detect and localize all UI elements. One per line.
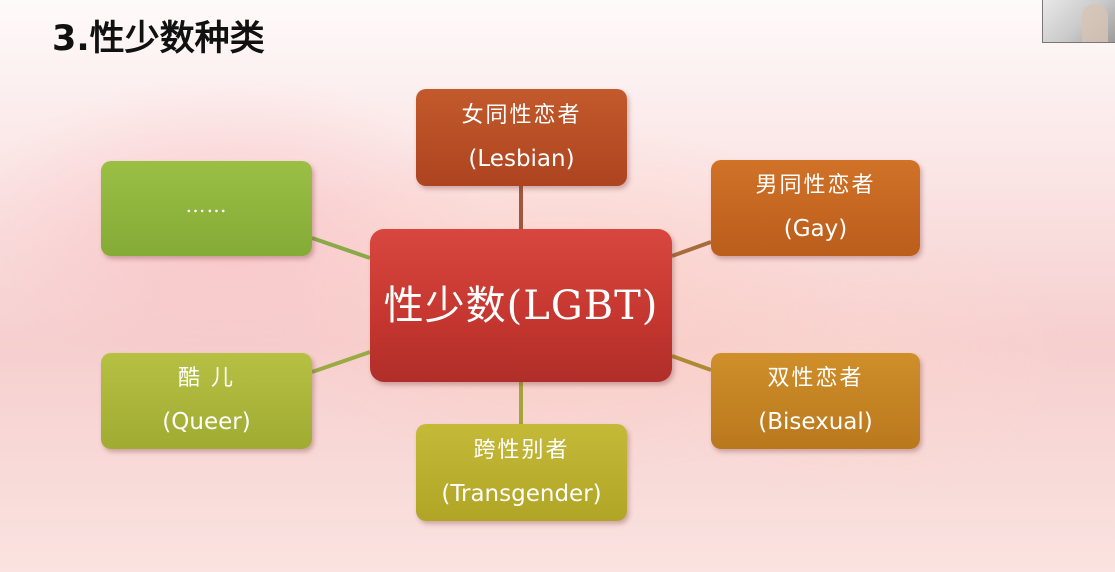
link-queer [311, 350, 371, 374]
node-queer[interactable]: 酷 儿 (Queer) [101, 353, 312, 449]
webcam-person [1082, 4, 1108, 42]
link-gay [671, 240, 712, 258]
node-lesbian-en: (Lesbian) [468, 145, 575, 172]
node-bisexual-en: (Bisexual) [758, 409, 873, 435]
slide-title: 3.性少数种类 [52, 19, 265, 59]
node-transgender-cn: 跨性别者 [473, 437, 570, 463]
node-bisexual-cn: 双性恋者 [767, 366, 864, 391]
center-node-label: 性少数(LGBT) [383, 282, 659, 329]
node-bisexual[interactable]: 双性恋者 (Bisexual) [711, 353, 920, 449]
node-lesbian[interactable]: 女同性恋者 (Lesbian) [416, 89, 627, 186]
webcam-thumbnail [1042, 0, 1115, 43]
node-queer-en: (Queer) [162, 409, 251, 435]
node-more-ellipsis: …… [185, 192, 228, 217]
node-gay[interactable]: 男同性恋者 (Gay) [711, 160, 920, 256]
node-transgender-en: (Transgender) [441, 480, 602, 507]
node-gay-en: (Gay) [783, 216, 848, 242]
center-node-lgbt[interactable]: 性少数(LGBT) [370, 229, 672, 382]
node-gay-cn: 男同性恋者 [755, 173, 876, 198]
node-queer-cn: 酷 儿 [178, 366, 235, 391]
node-more[interactable]: …… [101, 161, 312, 256]
link-bisexual [671, 354, 712, 372]
node-lesbian-cn: 女同性恋者 [461, 102, 582, 128]
link-more [311, 236, 371, 260]
node-transgender[interactable]: 跨性别者 (Transgender) [416, 424, 627, 521]
